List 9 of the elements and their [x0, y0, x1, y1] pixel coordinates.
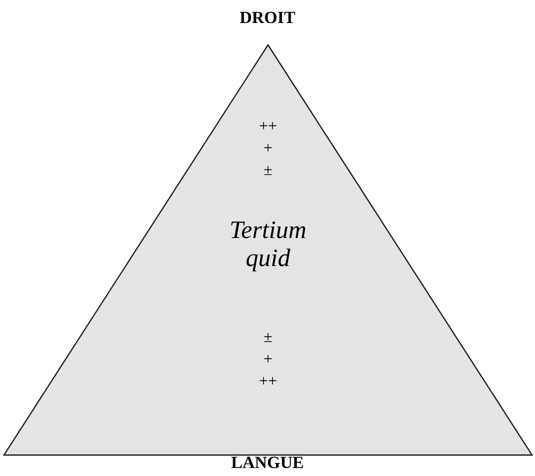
symbol: ± — [264, 161, 272, 181]
symbol: ++ — [258, 372, 278, 392]
band-label: Tertium quid — [228, 217, 308, 273]
symbol: ++ — [258, 117, 277, 137]
heading: DROIT — [240, 8, 296, 28]
symbol: + — [263, 139, 272, 159]
symbol: + — [263, 350, 273, 370]
heading: LANGUE — [231, 453, 304, 473]
symbol: ± — [264, 328, 272, 348]
